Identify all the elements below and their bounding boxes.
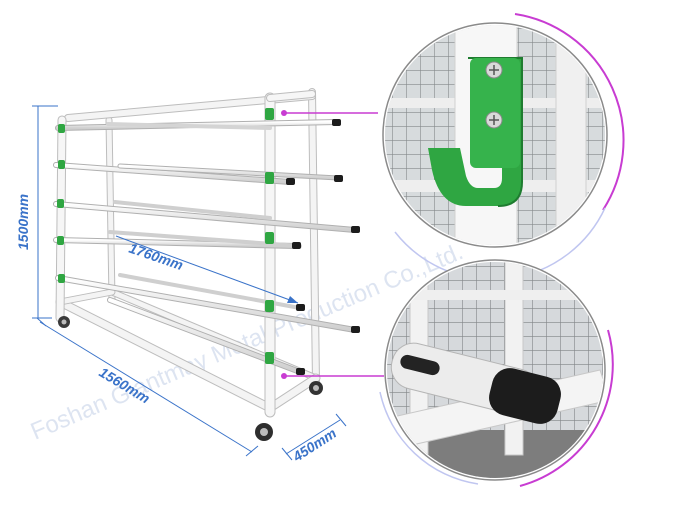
callout-lines — [281, 110, 384, 379]
rod-end-detail-callout — [379, 259, 614, 487]
casters — [58, 316, 323, 441]
hook-detail-callout — [382, 13, 625, 281]
dimension-lines — [32, 105, 347, 461]
green-hooks — [57, 108, 274, 364]
height-dimension: 1500mm — [15, 194, 31, 250]
rod-caps — [286, 119, 360, 375]
depth-dimension: 450mm — [289, 425, 339, 465]
